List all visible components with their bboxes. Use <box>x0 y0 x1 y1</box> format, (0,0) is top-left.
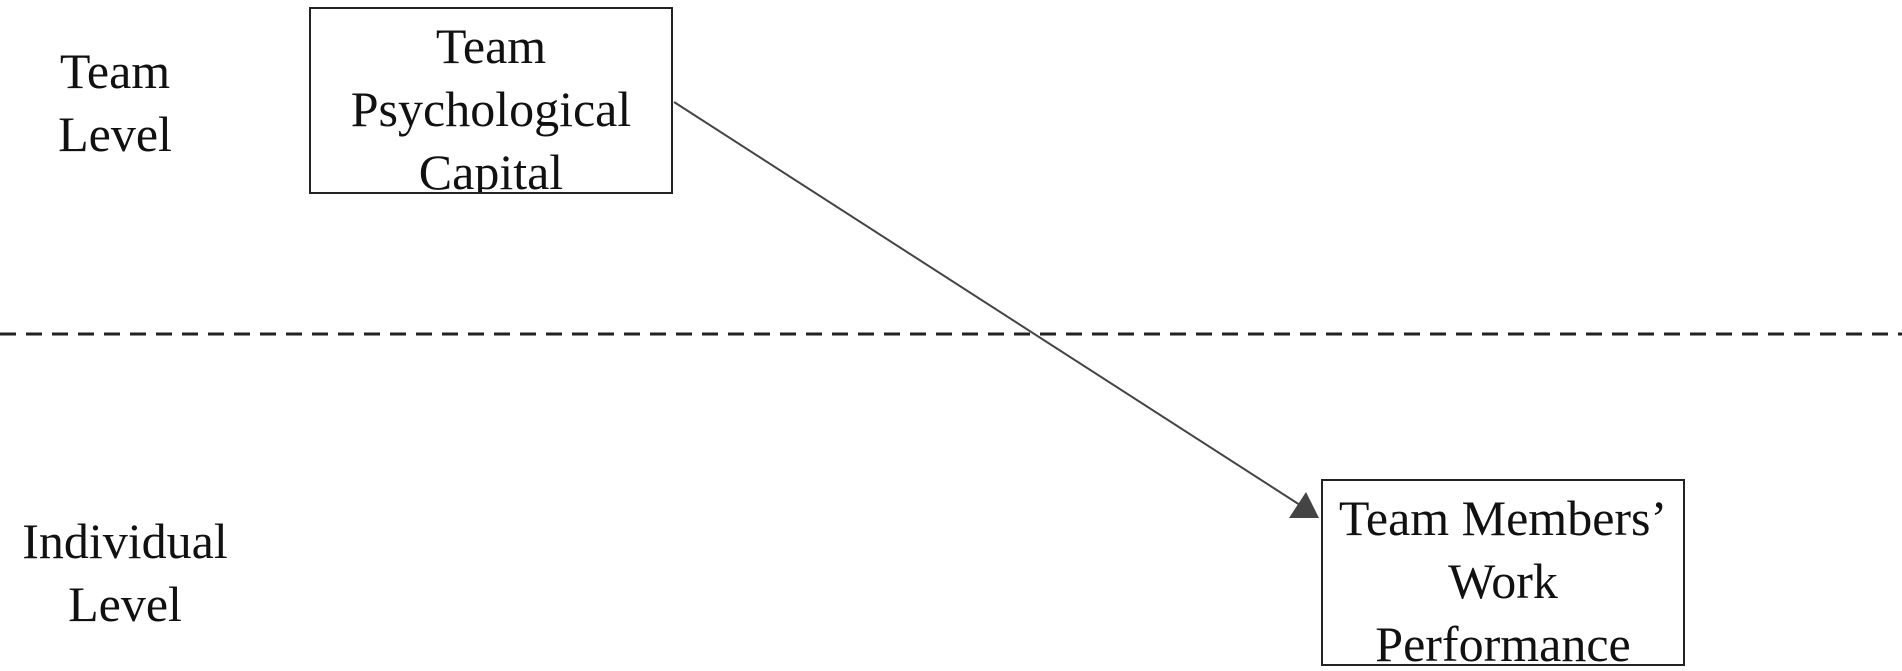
team-level-label: Team Level <box>40 40 190 166</box>
node-psycap-line-1: Team <box>435 18 547 74</box>
node-psycap-line-2: Psychological <box>350 81 632 137</box>
individual-level-label-line-2: Level <box>68 576 182 632</box>
individual-level-label-line-1: Individual <box>22 513 228 569</box>
node-performance-line-3: Performance <box>1375 616 1631 666</box>
node-team-members-work-performance: Team Members’ Work Performance <box>1321 479 1685 666</box>
node-performance-line-2: Work <box>1448 553 1558 609</box>
arrowhead-icon <box>1289 492 1319 518</box>
node-performance-line-1: Team Members’ <box>1338 490 1668 546</box>
team-level-label-line-1: Team <box>59 43 171 99</box>
individual-level-label: Individual Level <box>20 510 230 636</box>
node-psycap-line-3: Capital <box>418 144 564 194</box>
edge-psycap-to-performance <box>673 101 1301 506</box>
team-level-label-line-2: Level <box>58 106 172 162</box>
node-team-psychological-capital: Team Psychological Capital <box>309 7 673 194</box>
